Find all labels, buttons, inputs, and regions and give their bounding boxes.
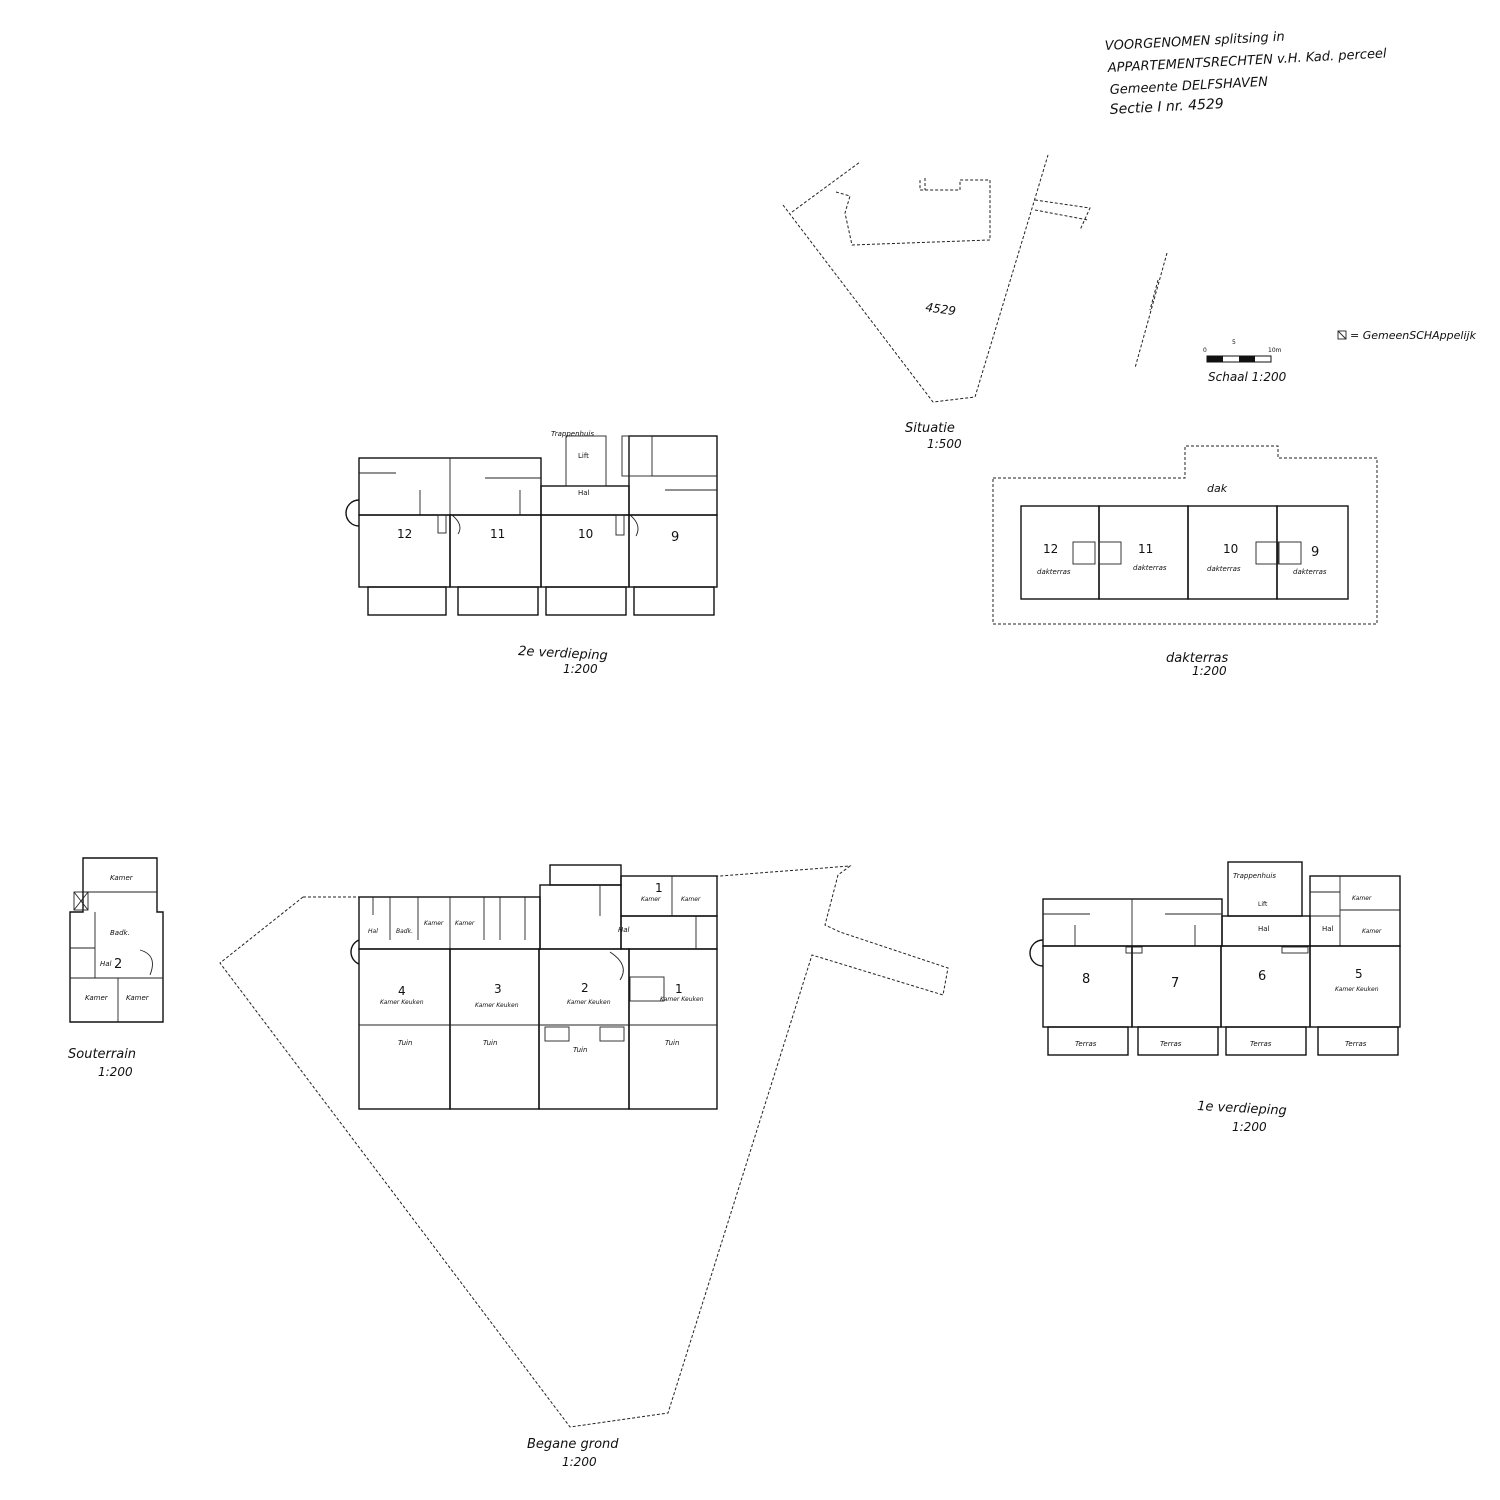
parcel-boundary	[782, 154, 1049, 403]
roof-unit-12: 12	[1043, 542, 1058, 556]
roof-scale: 1:200	[1192, 664, 1227, 678]
basement-room-3: Hal	[100, 960, 112, 968]
ground-top-room-6: Kamer	[641, 896, 661, 903]
ground-unit-2: 2	[581, 981, 589, 995]
terrace-10: dakterras	[1207, 565, 1241, 573]
terrace-12: dakterras	[1037, 568, 1071, 576]
ground-top-room-1: Hal	[368, 928, 378, 935]
ground-floor-scale: 1:200	[562, 1455, 597, 1469]
scale-tick-0: 0	[1203, 347, 1207, 354]
garden-1: Tuin	[665, 1039, 679, 1047]
ground-unit-1-upper: 1	[655, 881, 663, 895]
site-plan-caption: Situatie	[905, 421, 955, 436]
title-block: VOORGENOMEN splitsing in APPARTEMENTSREC…	[1104, 30, 1387, 118]
unit-9-label: 9	[671, 530, 679, 545]
first-unit-8: 8	[1082, 972, 1090, 987]
first-unit-6: 6	[1258, 969, 1266, 984]
roof-unit-11: 11	[1138, 542, 1153, 556]
stairwell-label: Trappenhuis	[551, 430, 594, 438]
basement-room-1: Kamer	[110, 874, 134, 882]
ground-top-room-3: Kamer	[424, 920, 444, 927]
first-floor-caption: 1e verdieping	[1197, 1099, 1287, 1119]
title-line-1: VOORGENOMEN splitsing in	[1104, 30, 1285, 54]
ground-parcel-boundary	[219, 865, 949, 1428]
ground-room-3: Kamer Keuken	[475, 1002, 519, 1009]
first-room-5: Kamer Keuken	[1335, 986, 1379, 993]
terrace-11: dakterras	[1133, 564, 1167, 572]
first-hall-label-5: Hal	[1322, 925, 1334, 933]
garden-4: Tuin	[398, 1039, 412, 1047]
first-terrace-7: Terras	[1160, 1040, 1182, 1048]
unit-11-label: 11	[490, 527, 505, 541]
basement-plan: Kamer Badk. Hal 2 Kamer Kamer Souterrain…	[68, 857, 164, 1079]
first-terrace-8: Terras	[1075, 1040, 1097, 1048]
building-outline	[835, 179, 991, 246]
first-hall-label: Hal	[1258, 925, 1270, 933]
site-plan: 4529 Situatie 1:500	[782, 154, 1168, 451]
ground-unit-3: 3	[494, 982, 502, 996]
basement-room-4: Kamer	[85, 994, 109, 1002]
site-plan-scale: 1:500	[927, 437, 962, 451]
roof-terrace-plan: dak 12 11 10 9 dakterras dakterras dakte…	[992, 445, 1378, 678]
terrace-9: dakterras	[1293, 568, 1327, 576]
scale-tick-10: 10m	[1268, 347, 1282, 354]
first-stairwell-label: Trappenhuis	[1233, 872, 1276, 880]
legend: = GemeenSCHAppelijk	[1337, 329, 1477, 342]
first-lift-label: Lift	[1258, 901, 1268, 908]
basement-room-2: Badk.	[110, 929, 130, 937]
scale-tick-5: 5	[1232, 339, 1236, 346]
first-kamer-1: Kamer	[1352, 895, 1372, 902]
lift-label: Lift	[578, 452, 589, 460]
scale-label: Schaal 1:200	[1208, 370, 1287, 384]
basement-unit-label: 2	[114, 957, 122, 972]
ground-floor-plan: 4 3 2 1 1 Kamer Keuken Kamer Keuken Kame…	[219, 864, 949, 1469]
second-floor-plan: 12 11 10 9 Trappenhuis Lift Hal 2e verdi…	[345, 430, 718, 676]
second-floor-scale: 1:200	[563, 662, 598, 676]
title-line-3: Gemeente DELFSHAVEN	[1109, 75, 1268, 98]
ground-top-room-5: Hal	[618, 926, 630, 934]
ground-unit-1: 1	[675, 982, 683, 996]
unit-10-label: 10	[578, 527, 593, 541]
hall-label: Hal	[578, 489, 590, 497]
roof-label: dak	[1207, 482, 1228, 495]
first-terrace-5: Terras	[1345, 1040, 1367, 1048]
basement-scale: 1:200	[98, 1065, 133, 1079]
basement-caption: Souterrain	[68, 1047, 136, 1062]
garden-3: Tuin	[483, 1039, 497, 1047]
first-terrace-6: Terras	[1250, 1040, 1272, 1048]
ground-floor-caption: Begane grond	[527, 1437, 619, 1452]
scale-bar: 0 5 10m Schaal 1:200	[1203, 339, 1287, 384]
garden-2: Tuin	[573, 1046, 587, 1054]
first-floor-scale: 1:200	[1232, 1120, 1267, 1134]
basement-room-5: Kamer	[126, 994, 150, 1002]
title-line-4: Sectie I nr. 4529	[1109, 96, 1224, 118]
unit-12-label: 12	[397, 527, 412, 541]
ground-room-2: Kamer Keuken	[567, 999, 611, 1006]
legend-text: = GemeenSCHAppelijk	[1350, 329, 1477, 342]
roof-unit-9: 9	[1311, 545, 1319, 560]
ground-top-room-7: Kamer	[681, 896, 701, 903]
roof-caption: dakterras	[1166, 651, 1228, 666]
first-unit-7: 7	[1171, 976, 1179, 991]
hatch-legend-icon	[1337, 330, 1347, 340]
parcel-number: 4529	[925, 300, 957, 318]
first-floor-plan: 8 7 6 5 Kamer Keuken Terras Terras Terra…	[1029, 861, 1401, 1134]
ground-unit-4: 4	[398, 984, 406, 998]
roof-unit-10: 10	[1223, 542, 1238, 556]
ground-room-1: Kamer Keuken	[660, 996, 704, 1003]
second-floor-caption: 2e verdieping	[518, 644, 608, 664]
roof-outline	[992, 445, 1378, 625]
first-unit-5: 5	[1355, 967, 1363, 981]
ground-top-room-4: Kamer	[455, 920, 475, 927]
first-kamer-2: Kamer	[1362, 928, 1382, 935]
ground-room-4: Kamer Keuken	[380, 999, 424, 1006]
ground-top-room-2: Badk.	[396, 928, 413, 935]
